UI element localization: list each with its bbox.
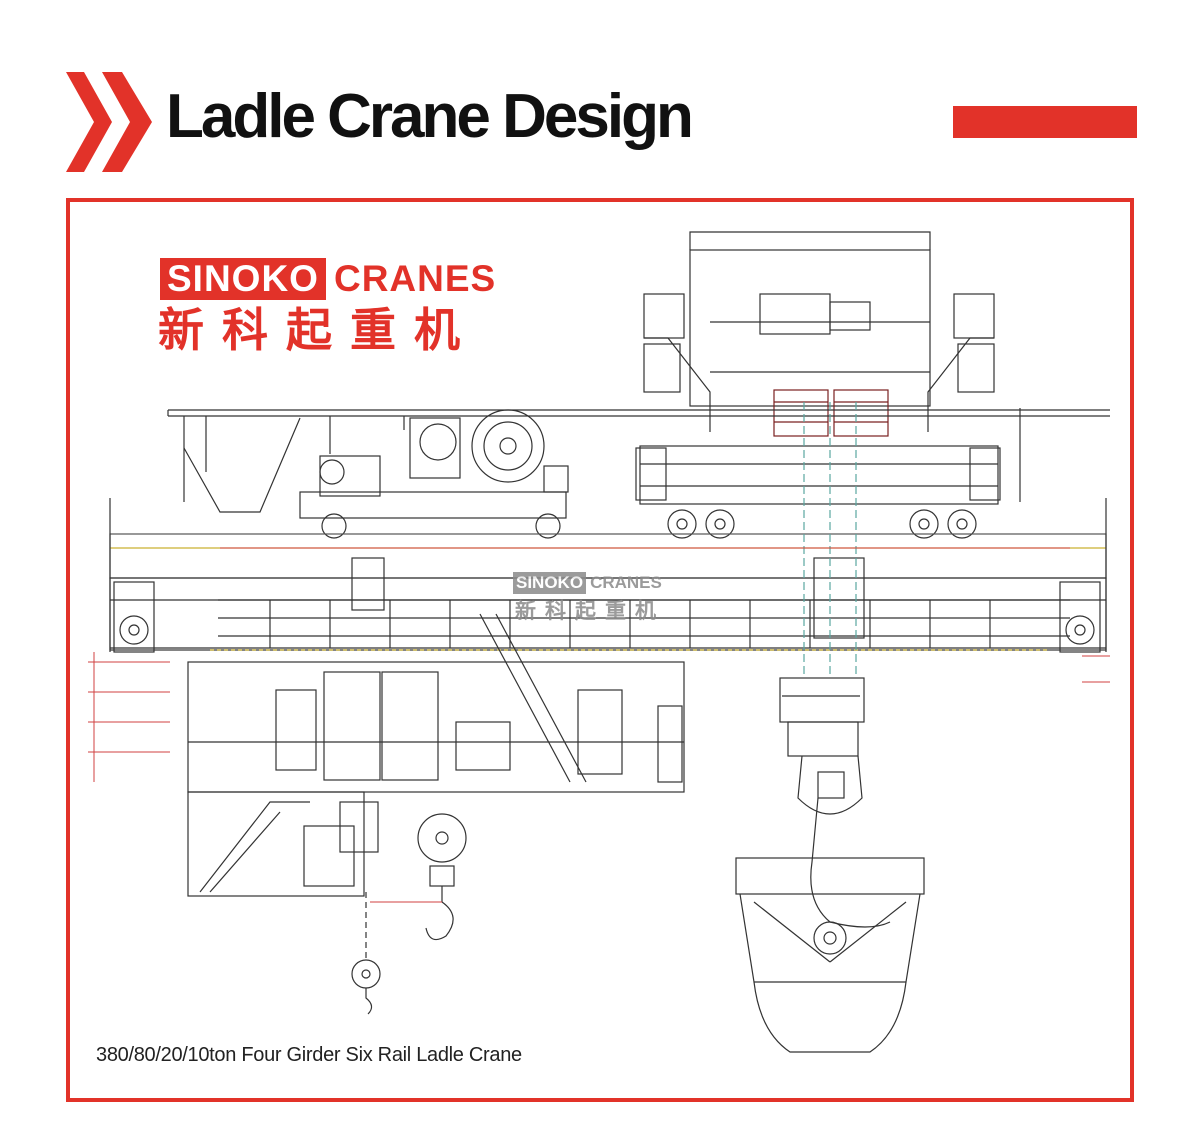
watermark-chinese: 新科起重机 [515,599,665,623]
end-carriage-wheels [113,581,1101,653]
watermark-word: CRANES [590,573,662,592]
reel-drums [773,389,889,437]
electrical-room [187,613,685,793]
brand-logo-chinese: 新科起重机 [158,303,478,357]
brand-logo-box-text: SINOKO [160,258,326,300]
main-hook-and-ladle [735,402,925,1053]
main-trolley [643,231,995,432]
double-chevron-icon [66,72,152,172]
auxiliary-trolley [299,409,569,539]
figure-caption: 380/80/20/10ton Four Girder Six Rail Lad… [96,1044,522,1066]
watermark-logo: SINOKO CRANES [513,572,662,594]
main-trolley-frame [635,445,1001,539]
dimension-lines [88,547,1110,903]
drawing-frame: SINOKO CRANES 新科起重机 SINOKO CRANES 新科起重机 … [66,198,1134,1102]
operator-cab [187,791,379,897]
ladle-crane-drawing [88,231,1110,1053]
header-accent-bar [953,106,1137,138]
brand-logo-word: CRANES [333,258,497,299]
auxiliary-hooks [351,813,467,1015]
watermark-box-text: SINOKO [513,572,587,594]
page-title: Ladle Crane Design [166,82,694,151]
conductor-rails [167,408,1110,513]
brand-logo: SINOKO CRANES [160,258,496,300]
walkway-railings [218,599,1070,648]
